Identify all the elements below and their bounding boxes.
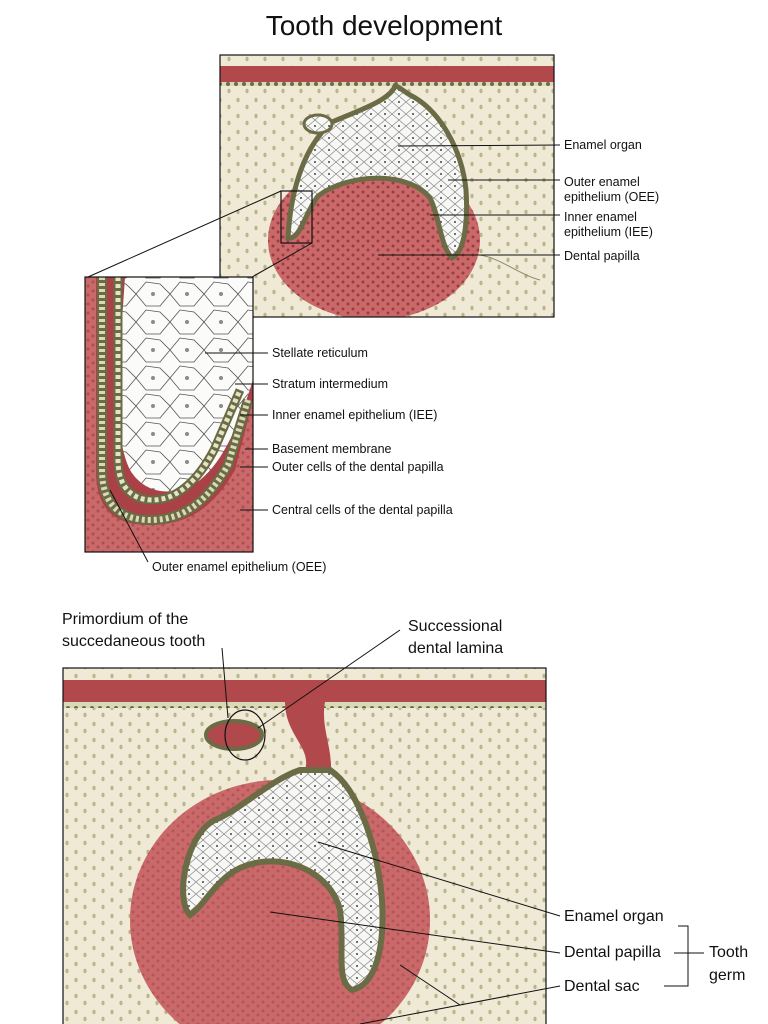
label-bottom-enamel-organ: Enamel organ (564, 908, 664, 925)
label-central-cells-dental-papilla: Central cells of the dental papilla (272, 503, 453, 517)
label-enamel-organ: Enamel organ (564, 138, 642, 152)
label-tooth-germ-line2: germ (709, 967, 746, 984)
label-outer-enamel-epithelium-oee: Outer enamel epithelium (OEE) (152, 560, 327, 574)
inset-leader-lines (109, 352, 268, 563)
label-successional-lamina-line2: dental lamina (408, 640, 504, 657)
label-stellate-reticulum: Stellate reticulum (272, 346, 368, 360)
label-bottom-dental-papilla: Dental papilla (564, 944, 661, 961)
page-title: Tooth development (265, 10, 503, 41)
label-inner-enamel-epithelium-line1: Inner enamel (564, 210, 637, 224)
label-successional-lamina-line1: Successional (408, 618, 503, 635)
label-inner-enamel-epithelium-iee: Inner enamel epithelium (IEE) (272, 408, 438, 422)
label-primordium-line2: succedaneous tooth (62, 633, 206, 650)
label-tooth-germ-line1: Tooth (709, 944, 749, 961)
label-primordium-line1: Primordium of the (62, 611, 189, 628)
label-outer-enamel-epithelium-line2: epithelium (OEE) (564, 190, 660, 204)
label-dental-papilla: Dental papilla (564, 249, 640, 263)
label-basement-membrane: Basement membrane (272, 442, 392, 456)
top-leader-lines (378, 144, 561, 256)
inset-enlarged-epithelium (85, 277, 253, 552)
label-stratum-intermedium: Stratum intermedium (272, 377, 389, 391)
top-tooth-bell-stage-figure (220, 55, 554, 317)
label-outer-enamel-epithelium-line1: Outer enamel (564, 175, 640, 189)
bottom-leader-lines (221, 629, 704, 1024)
bottom-tooth-germ-figure (63, 668, 546, 1024)
label-outer-cells-dental-papilla: Outer cells of the dental papilla (272, 460, 444, 474)
label-dental-sac: Dental sac (564, 978, 640, 995)
label-inner-enamel-epithelium-line2: epithelium (IEE) (564, 225, 653, 239)
